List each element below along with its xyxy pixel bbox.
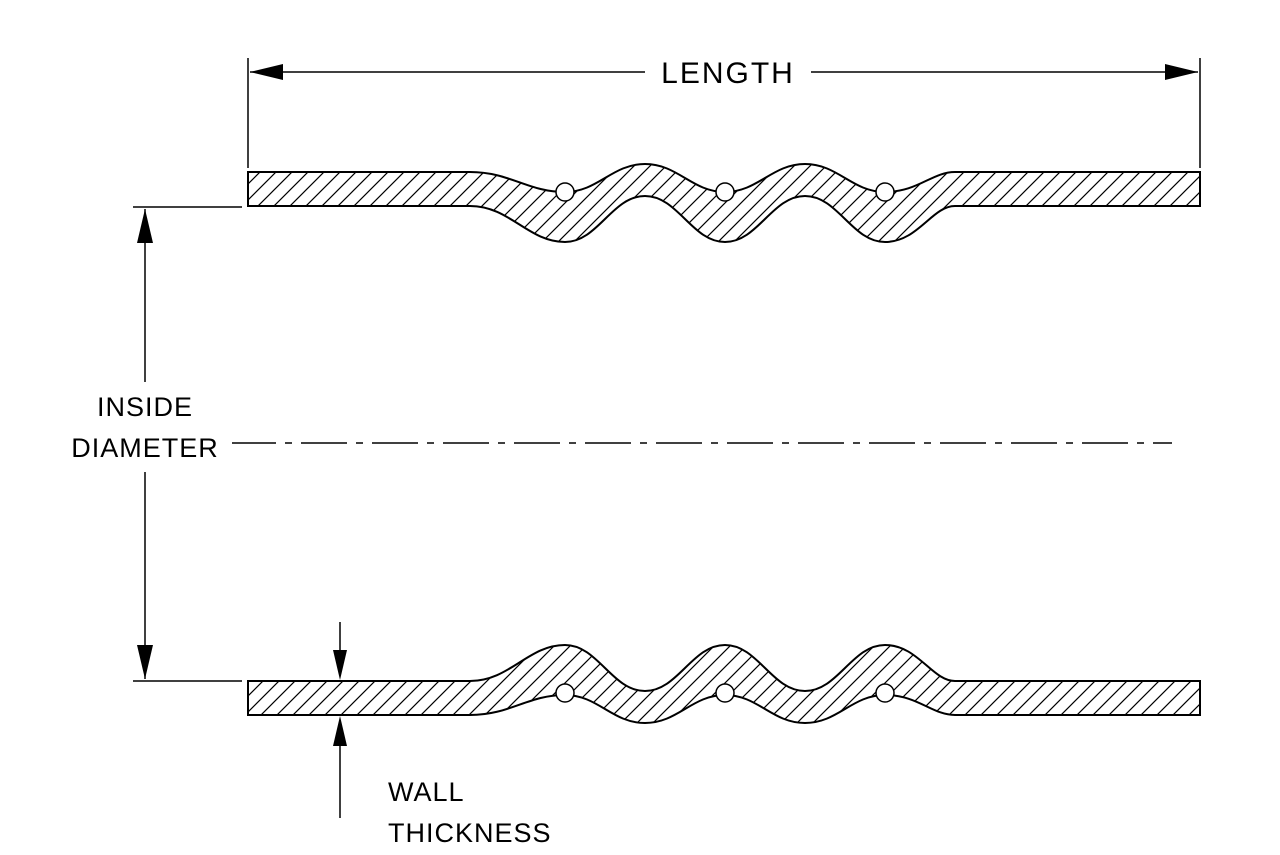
arrowhead-down-icon (137, 645, 153, 679)
arrowhead-up-icon (333, 716, 347, 746)
wire-ring (555, 182, 575, 202)
length-label-backing (645, 52, 811, 92)
wire-ring (875, 182, 895, 202)
upper-wall-section (247, 162, 1201, 244)
length-dimension: LENGTH (247, 52, 1201, 168)
wire-ring (715, 683, 735, 703)
wire-ring (555, 683, 575, 703)
inside-diameter-label-line2: DIAMETER (71, 433, 219, 463)
inside-diameter-dimension: INSIDE DIAMETER (58, 206, 242, 682)
inside-diameter-label-line1: INSIDE (97, 392, 193, 422)
arrowhead-left-icon (250, 64, 283, 80)
arrowhead-right-icon (1165, 64, 1198, 80)
wall-thickness-dimension: WALL THICKNESS (333, 622, 552, 848)
length-label: LENGTH (661, 57, 795, 90)
wire-ring (875, 683, 895, 703)
wall-thickness-label-line1: WALL (388, 777, 465, 807)
wall-thickness-label-line2: THICKNESS (388, 818, 552, 848)
arrowhead-down-icon (333, 650, 347, 680)
wire-ring (715, 182, 735, 202)
inside-diameter-label-backing (58, 382, 232, 472)
arrowhead-up-icon (137, 209, 153, 243)
